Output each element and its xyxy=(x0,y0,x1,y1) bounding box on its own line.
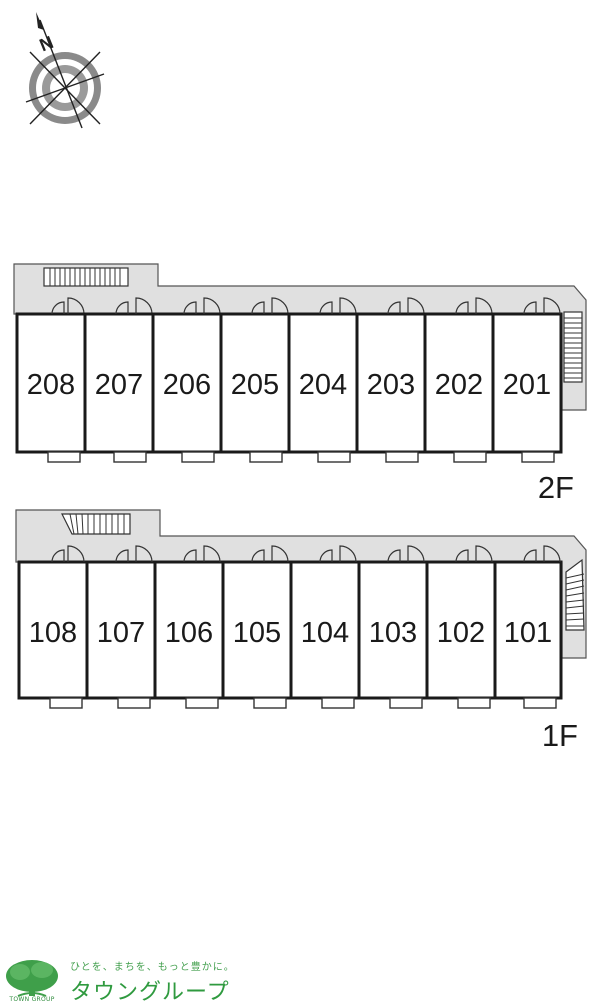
unit-202: 202 xyxy=(423,297,495,463)
logo-caption: TOWN GROUP xyxy=(9,996,55,1003)
unit-207-label: 207 xyxy=(95,369,143,401)
brand-footer: TOWN GROUP ひとを、まちを、もっと豊かに。 タウングループ xyxy=(4,952,324,1006)
unit-103: 103 xyxy=(357,545,429,709)
floor-2-plan: 208 207 206 205 204 xyxy=(13,263,587,505)
unit-107-label: 107 xyxy=(97,617,145,649)
unit-206-label: 206 xyxy=(163,369,211,401)
unit-205: 205 xyxy=(219,297,291,463)
unit-107: 107 xyxy=(85,545,157,709)
floor-2-label: 2F xyxy=(538,470,574,505)
unit-201-label: 201 xyxy=(503,369,551,401)
unit-208-label: 208 xyxy=(27,369,75,401)
unit-203: 203 xyxy=(355,297,427,463)
brand-slogan: ひとを、まちを、もっと豊かに。 xyxy=(70,962,235,973)
unit-208: 208 xyxy=(15,297,87,463)
unit-201: 201 xyxy=(491,297,563,463)
unit-206: 206 xyxy=(151,297,223,463)
unit-103-label: 103 xyxy=(369,617,417,649)
unit-101-label: 101 xyxy=(504,617,552,649)
unit-204: 204 xyxy=(287,297,359,463)
unit-104: 104 xyxy=(289,545,361,709)
tree-logo-icon xyxy=(6,960,58,997)
compass-rose-icon: N xyxy=(25,12,105,129)
unit-203-label: 203 xyxy=(367,369,415,401)
unit-106-label: 106 xyxy=(165,617,213,649)
unit-105: 105 xyxy=(221,545,293,709)
unit-205-label: 205 xyxy=(231,369,279,401)
floor-1-label: 1F xyxy=(542,718,578,753)
unit-105-label: 105 xyxy=(233,617,281,649)
unit-202-label: 202 xyxy=(435,369,483,401)
brand-name: タウングループ xyxy=(70,980,230,1005)
unit-108: 108 xyxy=(17,545,89,709)
floor-1-plan: 108 107 106 105 104 xyxy=(15,509,587,753)
unit-106: 106 xyxy=(153,545,225,709)
compass-north-label: N xyxy=(37,32,57,55)
unit-104-label: 104 xyxy=(301,617,349,649)
unit-102: 102 xyxy=(425,545,497,709)
unit-204-label: 204 xyxy=(299,369,347,401)
unit-207: 207 xyxy=(83,297,155,463)
unit-102-label: 102 xyxy=(437,617,485,649)
unit-108-label: 108 xyxy=(29,617,77,649)
unit-101: 101 xyxy=(493,545,563,709)
